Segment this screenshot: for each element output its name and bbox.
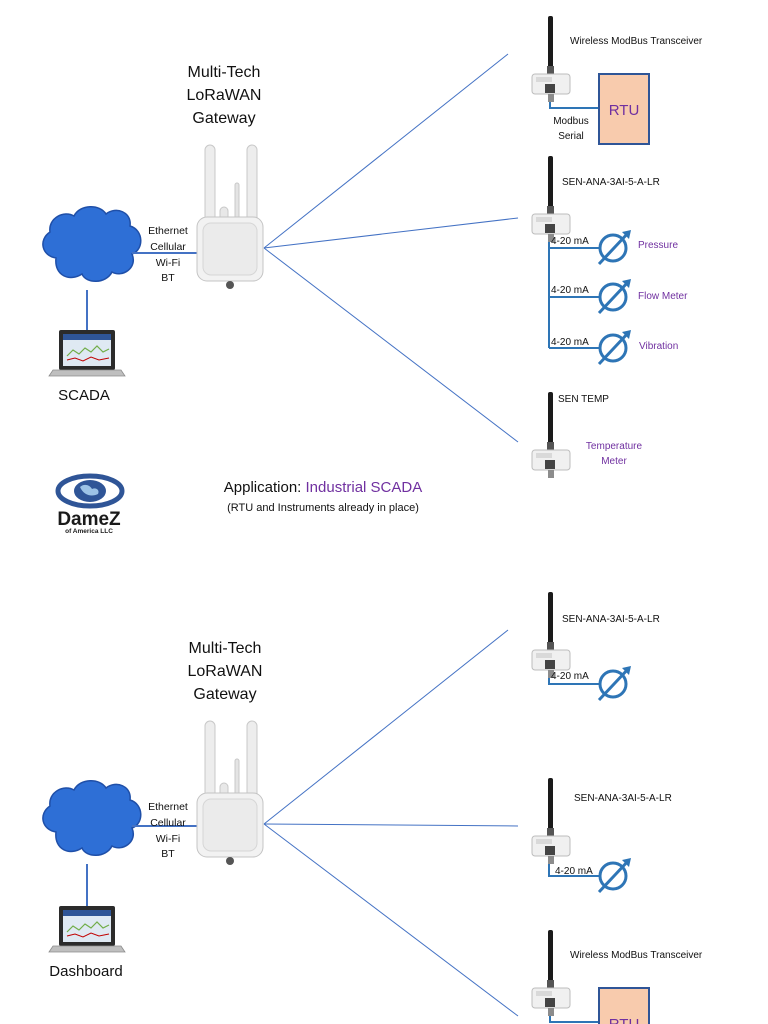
top-gateway-title: Multi-Tech LoRaWAN Gateway (187, 64, 262, 127)
bottom-cloud-icon (42, 779, 142, 857)
top-client-label: SCADA (58, 387, 110, 404)
top-temp-label: SEN TEMP (558, 394, 609, 405)
top-modbus-transceiver-icon (531, 15, 571, 103)
bottom-wireless-link-modbus (263, 823, 519, 1017)
bottom-analog2-line (548, 864, 600, 877)
bottom-link-bt: BT (161, 848, 175, 860)
bottom-analog2-signal: 4-20 mA (555, 866, 593, 877)
top-modbus-serial-label-2: Serial (558, 131, 584, 142)
bottom-analog1-line (548, 678, 600, 685)
gauge-icon (597, 328, 633, 366)
bottom-laptop-icon (48, 905, 126, 953)
bottom-link-ethernet: Ethernet (148, 801, 188, 813)
top-input-signal: 4-20 mA (551, 285, 589, 296)
gauge-icon (597, 856, 633, 894)
top-input-signal: 4-20 mA (551, 236, 589, 247)
top-gateway-links: Ethernet Cellular Wi-Fi BT (148, 225, 188, 284)
bottom-analog1-label: SEN-ANA-3AI-5-A-LR (562, 614, 660, 625)
top-input-vibration: 4-20 mA Vibration (549, 328, 678, 366)
logo-subtext: of America LLC (65, 528, 113, 535)
top-input-flow: 4-20 mA Flow Meter (549, 277, 688, 315)
top-laptop-icon (48, 329, 126, 377)
bottom-wireless-link-analog1 (263, 629, 509, 825)
top-input-instrument: Pressure (638, 240, 678, 251)
top-input-instrument: Vibration (639, 341, 678, 352)
top-temp-instrument-1: Temperature (586, 441, 643, 452)
top-link-bt: BT (161, 272, 175, 284)
bottom-modbus-serial-line (549, 1016, 599, 1023)
top-gateway-title-line3: Gateway (192, 110, 255, 127)
company-logo: DameZ of America LLC (55, 473, 125, 535)
bottom-analog1-signal: 4-20 mA (551, 671, 589, 682)
top-temp-instrument-2: Meter (601, 456, 627, 467)
top-gateway-title-line1: Multi-Tech (188, 64, 261, 81)
application-accent: Industrial SCADA (306, 479, 423, 496)
bottom-modbus-transceiver-icon (531, 929, 571, 1017)
bottom-gateway-title-line2: LoRaWAN (188, 663, 263, 680)
bottom-diagram: Multi-Tech LoRaWAN Gateway Ethernet Cell… (42, 591, 703, 1024)
top-modbus-label: Wireless ModBus Transceiver (570, 36, 703, 47)
top-rtu-box (598, 73, 650, 145)
bottom-rtu-box (598, 987, 650, 1024)
top-analog-label: SEN-ANA-3AI-5-A-LR (562, 177, 660, 188)
bottom-analog1-sensor-icon (531, 591, 571, 679)
application-caption: Application: Industrial SCADA (RTU and I… (224, 479, 422, 514)
bottom-link-cellular: Cellular (150, 817, 186, 829)
gauge-icon (597, 664, 633, 702)
application-prefix: Application: (224, 479, 306, 496)
bottom-analog2-sensor-icon (531, 777, 571, 865)
top-wireless-link-analog (263, 217, 519, 249)
bottom-modbus-label: Wireless ModBus Transceiver (570, 950, 703, 961)
application-title: Application: Industrial SCADA (224, 479, 422, 496)
top-wireless-link-modbus (263, 53, 509, 249)
top-modbus-serial-label-1: Modbus (553, 116, 589, 127)
bottom-gateway-title-line3: Gateway (193, 686, 256, 703)
bottom-rtu-label: RTU (609, 1016, 640, 1024)
top-diagram: Multi-Tech LoRaWAN Gateway Ethernet Cell… (42, 15, 703, 479)
top-gateway-icon (196, 144, 264, 290)
top-input-pressure: 4-20 mA Pressure (549, 228, 678, 266)
top-link-wifi: Wi-Fi (156, 257, 181, 269)
application-note: (RTU and Instruments already in place) (227, 502, 419, 514)
top-wireless-link-temp (263, 247, 519, 443)
gauge-icon (597, 277, 633, 315)
bottom-wireless-link-analog2 (263, 823, 519, 827)
logo-wordmark: DameZ (57, 509, 121, 530)
bottom-gateway-title-line1: Multi-Tech (189, 640, 262, 657)
bottom-analog2-label: SEN-ANA-3AI-5-A-LR (574, 793, 672, 804)
top-link-ethernet: Ethernet (148, 225, 188, 237)
gauge-icon (597, 228, 633, 266)
bottom-link-wifi: Wi-Fi (156, 833, 181, 845)
top-link-cellular: Cellular (150, 241, 186, 253)
top-input-signal: 4-20 mA (551, 337, 589, 348)
top-modbus-serial-line (549, 102, 599, 109)
bottom-gateway-title: Multi-Tech LoRaWAN Gateway (188, 640, 263, 703)
top-gateway-title-line2: LoRaWAN (187, 87, 262, 104)
top-input-instrument: Flow Meter (638, 291, 688, 302)
bottom-gateway-icon (196, 720, 264, 866)
logo-ring-icon (55, 473, 125, 509)
top-analog-sensor-icon (531, 155, 571, 243)
bottom-client-label: Dashboard (49, 963, 122, 980)
bottom-gateway-links: Ethernet Cellular Wi-Fi BT (148, 801, 188, 860)
top-cloud-icon (42, 205, 142, 283)
top-rtu-label: RTU (609, 102, 640, 119)
